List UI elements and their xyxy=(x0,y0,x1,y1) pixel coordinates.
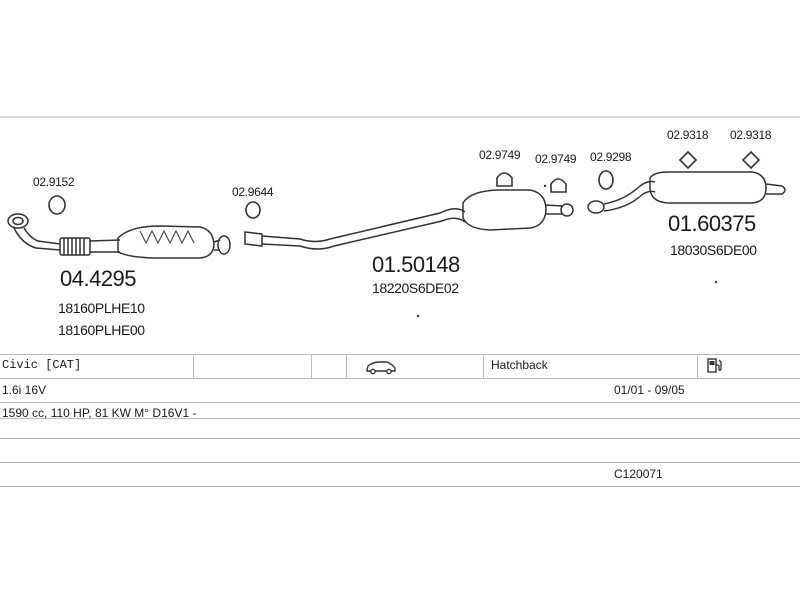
rear-silencer-icon xyxy=(587,171,786,214)
table-divider xyxy=(0,402,800,403)
part-number-label: 01.60375 xyxy=(668,211,756,236)
gasket-icon xyxy=(245,201,261,219)
part-number-label: 02.9749 xyxy=(535,152,577,166)
oem-ref-label: 18160PLHE00 xyxy=(58,322,145,338)
oem-ref-label: 18220S6DE02 xyxy=(372,280,459,296)
hanger-icon xyxy=(678,150,761,170)
front-pipe-icon xyxy=(7,213,121,256)
part-number-label: 02.9318 xyxy=(667,128,709,142)
part-number-label: 02.9298 xyxy=(590,150,632,164)
oem-ref-label: 18030S6DE00 xyxy=(670,242,757,258)
fuel-pump-icon xyxy=(707,358,722,373)
table-column-divider xyxy=(346,354,347,378)
oem-ref-label: 18160PLHE10 xyxy=(58,300,145,316)
engine-cell: 1.6i 16V xyxy=(2,383,47,397)
table-divider xyxy=(0,486,800,487)
body-type-cell: Hatchback xyxy=(491,358,548,372)
part-number-label: 02.9644 xyxy=(232,185,274,199)
table-divider xyxy=(0,438,800,439)
table-column-divider xyxy=(697,354,698,378)
gasket-icon xyxy=(598,170,614,190)
part-number-label: 04.4295 xyxy=(60,266,137,291)
table-column-divider xyxy=(311,354,312,378)
hanger-icon xyxy=(496,172,567,193)
table-divider xyxy=(0,418,800,419)
leader-dots xyxy=(416,184,718,318)
part-number-label: 01.50148 xyxy=(372,252,460,277)
middle-silencer-icon xyxy=(244,189,574,250)
table-column-divider xyxy=(483,354,484,378)
part-number-label: 02.9749 xyxy=(479,148,521,162)
date-range-cell: 01/01 - 09/05 xyxy=(614,383,685,397)
code-cell: C120071 xyxy=(614,467,663,481)
gasket-icon xyxy=(48,195,66,215)
part-number-label: 02.9152 xyxy=(33,175,75,189)
table-divider xyxy=(0,354,800,355)
table-divider xyxy=(0,378,800,379)
engine-specs-cell: 1590 cc, 110 HP, 81 KW M° D16V1 - xyxy=(2,406,197,420)
part-number-label: 02.9318 xyxy=(730,128,772,142)
table-divider xyxy=(0,462,800,463)
exhaust-diagram xyxy=(0,116,800,318)
catalyst-icon xyxy=(117,225,231,259)
car-icon xyxy=(366,361,396,375)
model-cell: Civic [CAT] xyxy=(2,358,82,372)
table-column-divider xyxy=(193,354,194,378)
